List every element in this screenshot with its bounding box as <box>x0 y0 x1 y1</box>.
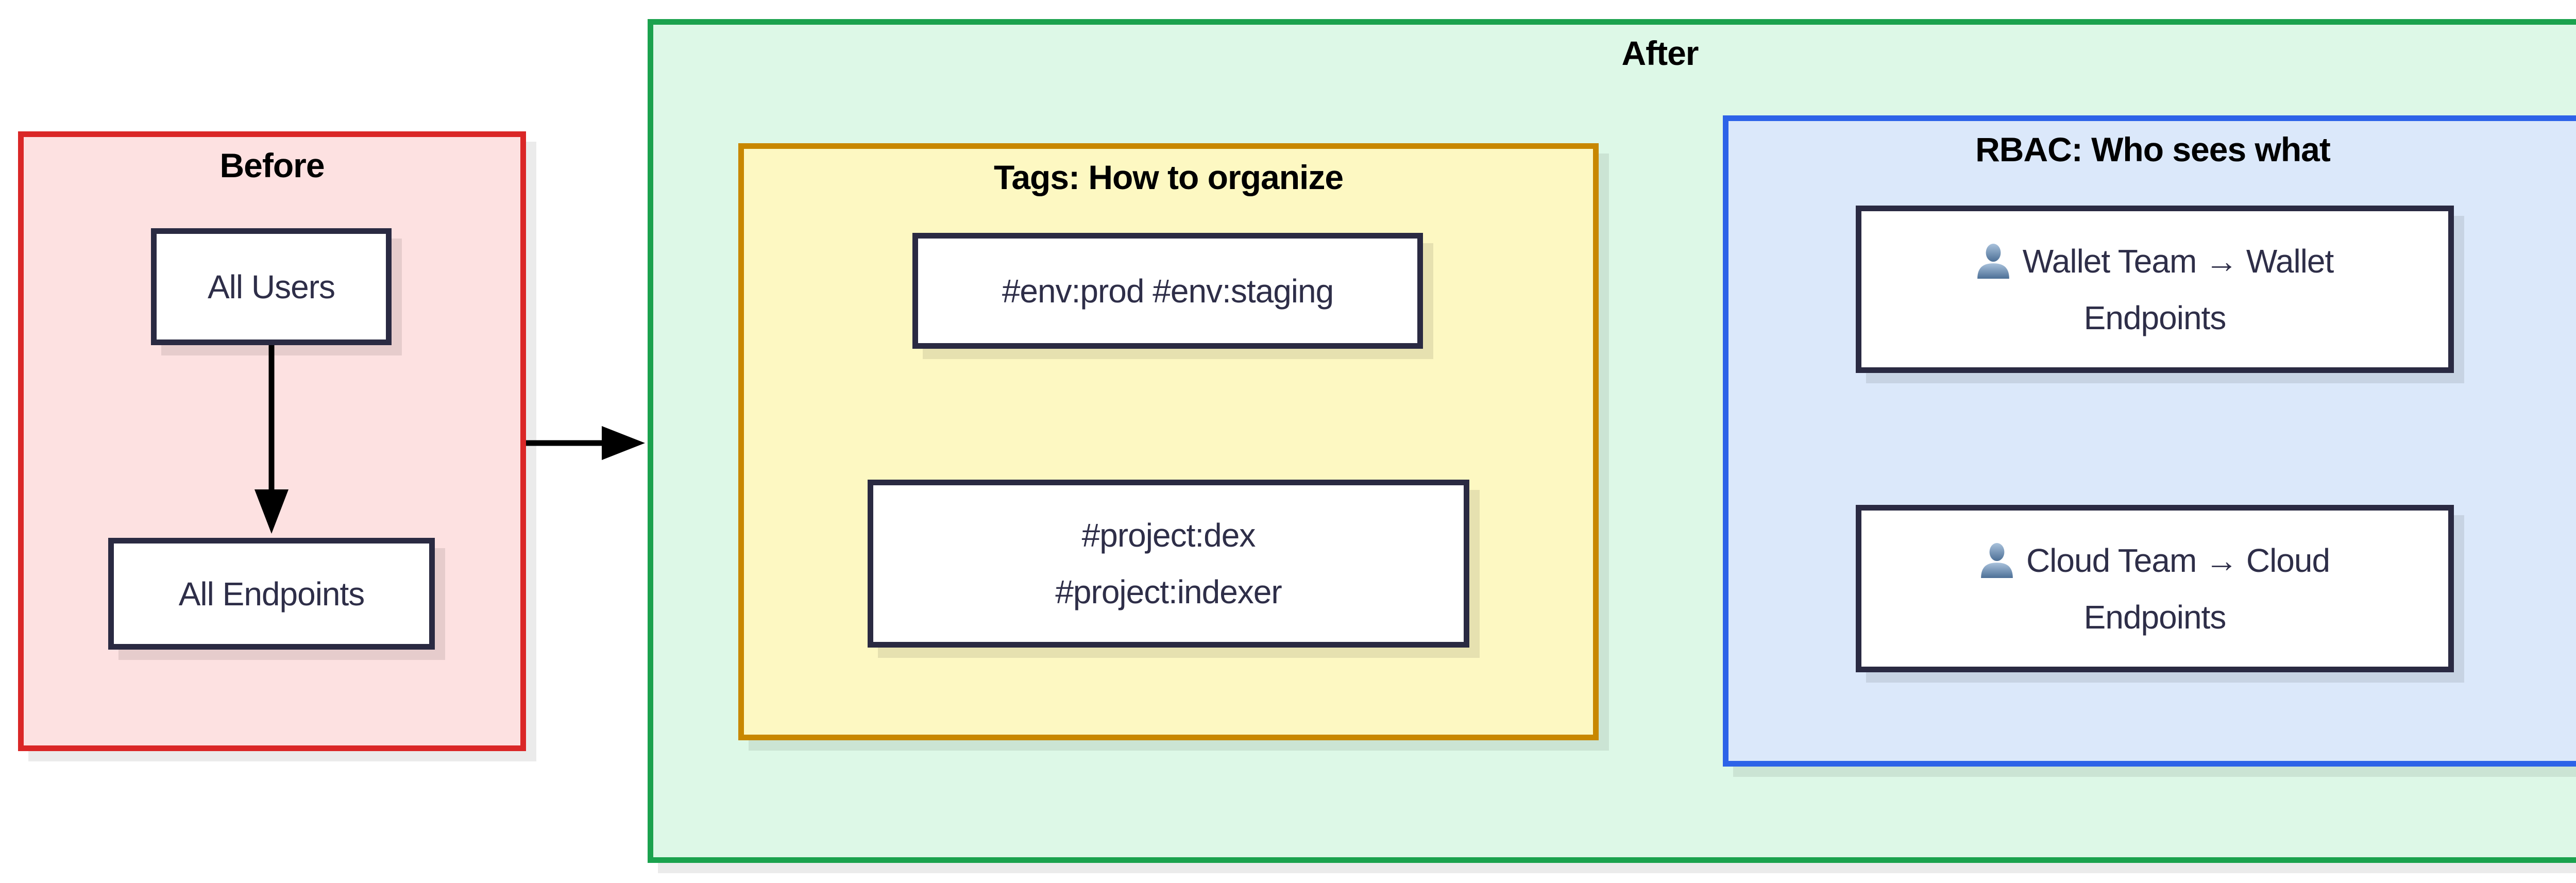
node-wallet-team: Wallet Team → Wallet Endpoints <box>1856 206 2454 373</box>
node-all-users-label: All Users <box>207 268 335 305</box>
group-label-tags: Tags: How to organize <box>993 158 1344 196</box>
node-project-tags: #project:dex #project:indexer <box>868 480 1469 648</box>
group-tags: Tags: How to organize #env:prod #env:sta… <box>738 143 1599 740</box>
node-all-endpoints: All Endpoints <box>108 538 435 650</box>
group-before: Before All Users All Endpoints <box>18 131 526 751</box>
group-label-before: Before <box>219 146 325 184</box>
group-rbac: RBAC: Who sees what Wallet Team → Wallet… <box>1723 115 2576 767</box>
node-env-tags-label: #env:prod #env:staging <box>1002 272 1334 310</box>
arrowhead-right-icon <box>602 426 645 460</box>
node-cloud-team: Cloud Team → Cloud Endpoints <box>1856 505 2454 672</box>
node-cloud-team-line1: Cloud Team → Cloud <box>2026 541 2330 579</box>
node-project-tags-line2: #project:indexer <box>1055 573 1282 610</box>
group-after: After Tags: How to organize #env:prod #e… <box>648 19 2576 863</box>
node-cloud-team-line2: Endpoints <box>2083 598 2227 636</box>
edge-before-to-after <box>526 426 645 460</box>
person-bust-icon <box>1981 542 2013 578</box>
node-all-users: All Users <box>151 228 392 345</box>
node-wallet-team-line1: Wallet Team → Wallet <box>2022 242 2334 280</box>
person-bust-icon <box>1977 243 2009 279</box>
node-project-tags-line1: #project:dex <box>1081 517 1256 554</box>
node-all-endpoints-label: All Endpoints <box>178 575 365 613</box>
node-wallet-team-line2: Endpoints <box>2083 299 2227 336</box>
node-env-tags: #env:prod #env:staging <box>912 233 1423 349</box>
group-label-rbac: RBAC: Who sees what <box>1975 130 2331 168</box>
group-label-after: After <box>1621 34 1699 72</box>
